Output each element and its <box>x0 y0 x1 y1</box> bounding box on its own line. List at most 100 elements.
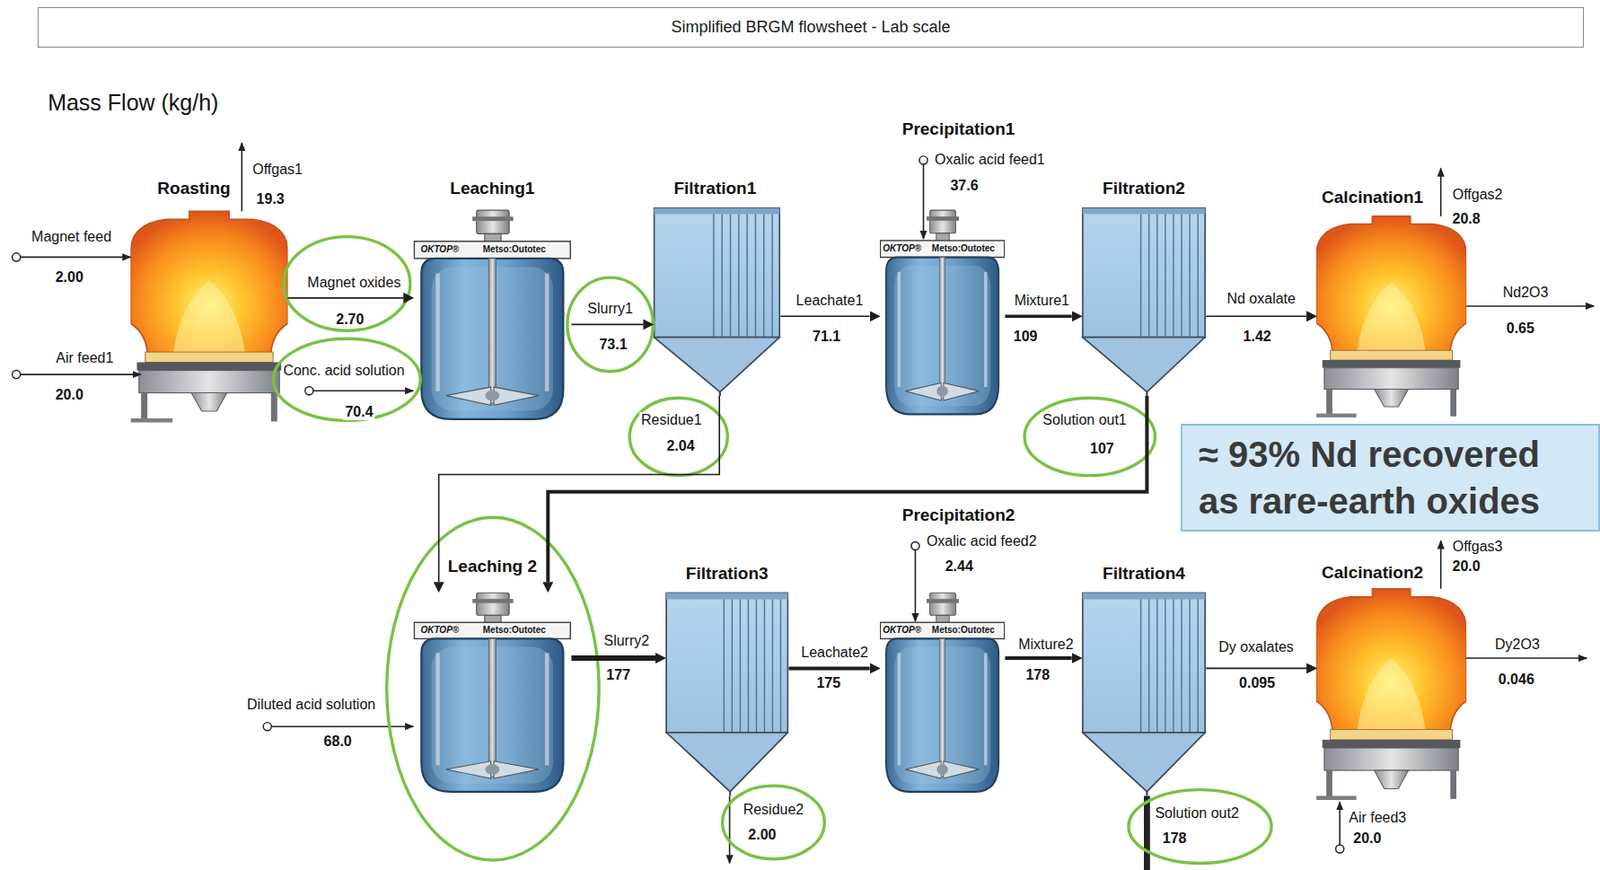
stream-name: Nd oxalate <box>1224 290 1298 308</box>
stream-line <box>914 550 917 623</box>
stream-line <box>923 164 925 239</box>
callout-box: ≈ 93% Nd recovered as rare-earth oxides <box>1180 423 1600 532</box>
stream-name: Residue1 <box>639 412 704 429</box>
stream-name: Offgas1 <box>250 161 305 178</box>
highlight-ring <box>722 785 826 860</box>
stream-connector <box>1004 315 1072 319</box>
feed-point <box>1336 844 1345 853</box>
flow-value: 0.046 <box>1496 671 1537 688</box>
stream-name: Mixture1 <box>1012 292 1072 309</box>
flow-value: 2.70 <box>334 311 366 328</box>
unit-name: Precipitation2 <box>902 505 1016 526</box>
title-banner: Simplified BRGM flowsheet - Lab scale <box>37 7 1584 48</box>
reactor-unit: Precipitation1 <box>879 209 1006 419</box>
stream-name: Dy2O3 <box>1493 636 1542 653</box>
stream-connector <box>571 655 656 661</box>
unit-name: Leaching 2 <box>448 556 537 577</box>
filter-drawing <box>1082 592 1205 796</box>
stream-name: Oxalic acid feed2 <box>924 533 1039 550</box>
unit-name: Calcination2 <box>1321 562 1424 583</box>
highlight-ring <box>273 338 422 421</box>
furnace-unit: Roasting <box>130 209 288 424</box>
unit-name: Roasting <box>157 178 230 199</box>
furnace-unit: Calcination2 <box>1316 586 1467 801</box>
filter-unit: Filtration2 <box>1081 207 1207 396</box>
flow-value: 71.1 <box>810 328 843 345</box>
feed-point <box>12 370 21 379</box>
flow-value: 0.65 <box>1504 320 1537 337</box>
stream-name: Mixture2 <box>1016 636 1075 653</box>
stream-name: Leachate1 <box>794 292 866 309</box>
reactor-unit: Leaching 2 <box>413 591 572 796</box>
flow-value: 177 <box>604 667 633 684</box>
equipment-group <box>12 142 1595 870</box>
furnace-unit: Calcination1 <box>1316 214 1467 419</box>
highlight-ring <box>1024 397 1155 475</box>
stream-name: Offgas3 <box>1450 538 1505 555</box>
flow-value: 1.42 <box>1241 328 1274 345</box>
stream-name: Solution out2 <box>1152 805 1240 822</box>
unit-name: Leaching1 <box>449 178 535 199</box>
stream-connector <box>1205 668 1307 670</box>
flow-value: 19.3 <box>254 191 287 208</box>
stream-line <box>1143 795 1151 870</box>
feed-point <box>911 541 920 550</box>
stream-connector <box>439 395 721 582</box>
highlight-ring <box>567 277 653 372</box>
stream-name: Air feed1 <box>53 350 115 367</box>
stream-name: Residue2 <box>741 801 807 818</box>
brand-text: Metso:Outotec <box>482 624 547 636</box>
reactor-drawing <box>413 592 571 792</box>
stream-name: Magnet oxides <box>305 274 403 291</box>
stream-name: Leachate2 <box>799 644 871 661</box>
flow-value: 2.44 <box>943 558 976 575</box>
stream-line <box>1440 168 1442 217</box>
stream-name: Conc. acid solution <box>281 362 406 379</box>
stream-line <box>20 256 132 259</box>
stream-name: Air feed3 <box>1346 809 1408 827</box>
callout-text: ≈ 93% Nd recovered as rare-earth oxides <box>1198 430 1554 525</box>
filter-unit: Filtration3 <box>665 591 790 796</box>
feed-points <box>12 156 1345 853</box>
flow-value: 73.1 <box>597 336 629 353</box>
reactor-unit: Leaching1 <box>413 209 572 424</box>
feed-point <box>919 156 928 165</box>
stream-name: Magnet feed <box>29 228 114 246</box>
highlight-ring <box>629 397 728 475</box>
filter-drawing <box>666 592 788 796</box>
feed-point <box>263 722 272 731</box>
stream-line <box>1440 540 1442 589</box>
feed-point <box>12 253 21 262</box>
feed-point <box>305 386 314 396</box>
stream-line <box>241 142 244 211</box>
flow-value: 0.095 <box>1237 675 1277 692</box>
stream-line <box>1338 801 1341 845</box>
brand-text: Metso:Outotec <box>931 243 996 255</box>
stream-name: Offgas2 <box>1450 186 1505 203</box>
flow-value: 20.8 <box>1450 210 1483 228</box>
unit-name: Filtration1 <box>673 178 757 199</box>
furnace-drawing <box>130 210 288 422</box>
stream-name: Slurry2 <box>601 632 651 650</box>
filter-unit: Filtration4 <box>1081 591 1207 796</box>
unit-name: Filtration2 <box>1102 178 1186 199</box>
unit-name: Filtration3 <box>685 563 769 584</box>
stream-connector <box>1004 656 1072 660</box>
stream-line <box>20 373 141 376</box>
flow-value: 107 <box>1088 440 1117 458</box>
flow-value: 2.00 <box>746 826 778 844</box>
flow-value: 178 <box>1160 830 1189 847</box>
unit-name: Calcination1 <box>1321 187 1424 208</box>
feed-stream-lines <box>20 142 1594 870</box>
stream-connector <box>780 316 870 318</box>
highlight-rings <box>273 237 1272 864</box>
stream-line <box>1466 657 1587 660</box>
stream-connector <box>287 297 404 299</box>
stream-name: Slurry1 <box>585 300 635 317</box>
flow-value: 2.04 <box>664 438 696 455</box>
flow-value: 68.0 <box>322 733 354 750</box>
flow-value: 2.00 <box>53 269 86 286</box>
brand-text: Metso:Outotec <box>931 624 996 636</box>
flow-value: 37.6 <box>948 177 980 194</box>
flow-value: 20.0 <box>1450 558 1483 575</box>
